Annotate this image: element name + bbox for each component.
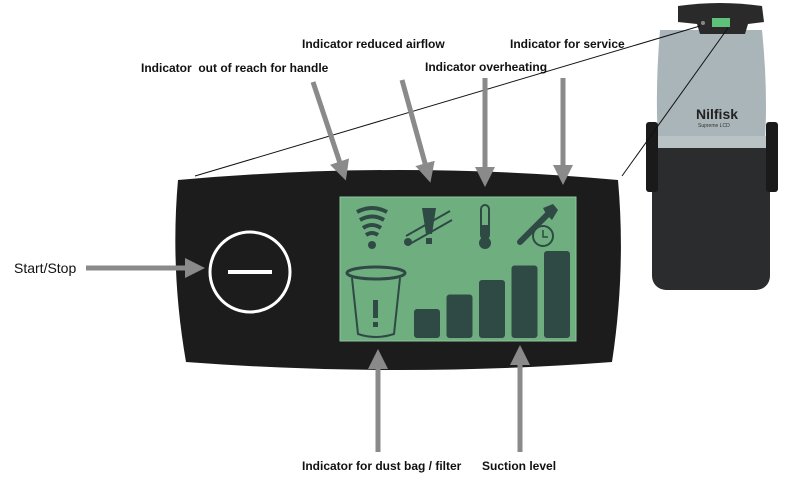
wifi-icon (356, 206, 388, 249)
arrow-out-of-reach (310, 81, 350, 181)
brand-logo: Nilfisk (696, 106, 739, 122)
label-overheating: Indicator overheating (425, 60, 548, 74)
airflow-warning-icon (404, 208, 453, 246)
arrow-reduced-airflow (399, 79, 435, 183)
start-stop-button[interactable] (208, 230, 292, 314)
connector-line (621, 27, 729, 177)
suction-bar-2 (446, 294, 473, 338)
label-service: Indicator for service (510, 37, 625, 51)
model-name: Supreme LCD (698, 123, 730, 129)
suction-bar-1 (414, 309, 440, 338)
label-dust-bag: Indicator for dust bag / filter (302, 459, 462, 473)
thermometer-icon (479, 204, 491, 249)
label-reduced-airflow: Indicator reduced airflow (302, 37, 445, 51)
suction-bar-4 (511, 265, 538, 338)
service-icon (517, 204, 558, 247)
connector-line (194, 25, 701, 177)
suction-bar-5 (544, 251, 570, 338)
vacuum-lcd-icon (712, 18, 730, 27)
label-start-stop: Start/Stop (14, 260, 77, 276)
suction-level-bars (414, 251, 570, 338)
label-out-of-reach: Indicator out of reach for handle (141, 61, 329, 75)
vacuum-unit (646, 3, 778, 290)
label-suction: Suction level (482, 459, 557, 473)
suction-bar-3 (479, 280, 505, 338)
vacuum-power-icon (701, 21, 705, 25)
dust-bag-icon (345, 265, 407, 338)
